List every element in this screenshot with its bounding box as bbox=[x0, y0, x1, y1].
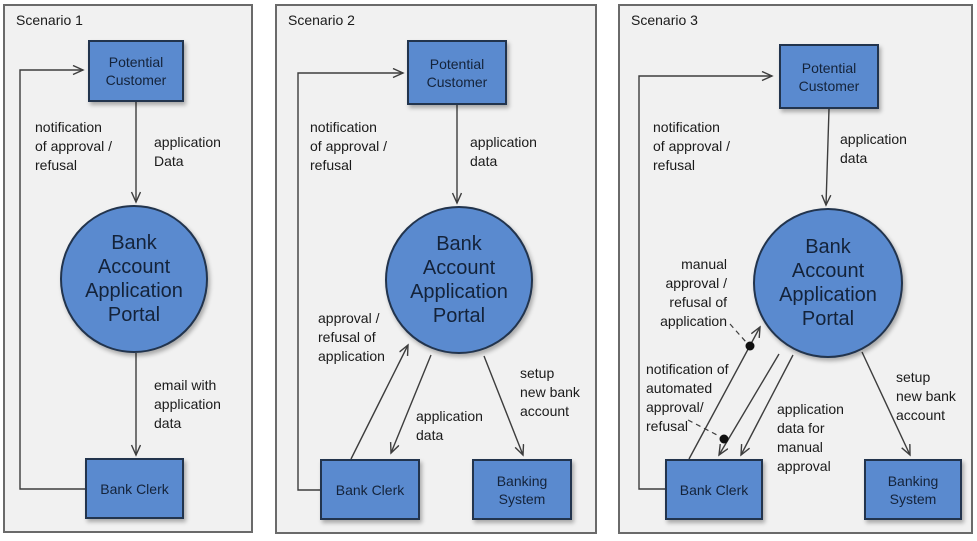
edge-label-application-data-manual: application data for manual approval bbox=[777, 401, 844, 474]
edge-clerk-to-customer-loop bbox=[297, 73, 403, 491]
panel-title: Scenario 1 bbox=[16, 12, 83, 28]
edge-label-application-data: application data bbox=[470, 134, 537, 169]
edge-label-notification: notification of approval / refusal bbox=[35, 119, 113, 173]
edge-portal-to-banking bbox=[861, 351, 910, 455]
edge-clerk-to-portal bbox=[350, 345, 408, 460]
leader-manual-approval bbox=[729, 323, 747, 343]
connector-dot-automated bbox=[719, 434, 729, 444]
edge-label-application-data: application Data bbox=[154, 134, 221, 169]
potential-customer-node: Potential Customer bbox=[407, 40, 507, 105]
bank-clerk-node: Bank Clerk bbox=[320, 459, 420, 520]
edge-label-application-data-mid: application data bbox=[416, 408, 483, 443]
edge-portal-to-clerk-notification bbox=[719, 353, 780, 455]
potential-customer-node: Potential Customer bbox=[88, 40, 184, 102]
edge-customer-to-portal bbox=[826, 108, 829, 205]
edge-label-email: email with application data bbox=[154, 377, 221, 431]
edge-clerk-to-customer-loop bbox=[638, 76, 772, 490]
scenario-3-edges-layer bbox=[638, 6, 975, 490]
scenario-3-panel: Scenario 3 Potential Customer Bank Accou… bbox=[618, 4, 973, 534]
application-portal-node: Bank Account Application Portal bbox=[60, 205, 208, 353]
edge-label-setup-account: setup new bank account bbox=[896, 369, 956, 423]
edge-label-automated-notification: notification of automated approval/ refu… bbox=[646, 361, 729, 434]
panel-title: Scenario 2 bbox=[288, 12, 355, 28]
connector-dot-manual bbox=[745, 341, 755, 351]
banking-system-node: Banking System bbox=[864, 459, 962, 520]
leader-automated-notification bbox=[687, 419, 720, 437]
edge-label-notification: notification of approval / refusal bbox=[310, 119, 388, 173]
application-portal-node: Bank Account Application Portal bbox=[385, 206, 533, 354]
potential-customer-node: Potential Customer bbox=[779, 44, 879, 109]
edge-portal-to-clerk-application-data bbox=[741, 354, 794, 455]
edge-label-notification: notification of approval / refusal bbox=[653, 119, 731, 173]
scenario-2-edges-layer bbox=[297, 6, 599, 491]
bank-clerk-node: Bank Clerk bbox=[85, 458, 184, 519]
edge-label-setup-account: setup new bank account bbox=[520, 365, 580, 419]
scenario-1-edges-layer bbox=[19, 6, 255, 490]
bank-clerk-node: Bank Clerk bbox=[665, 459, 763, 520]
edge-label-approval-refusal: approval / refusal of application bbox=[318, 310, 385, 364]
edge-portal-to-banking bbox=[483, 355, 523, 455]
application-portal-node: Bank Account Application Portal bbox=[753, 208, 903, 358]
edge-portal-to-clerk bbox=[391, 354, 432, 453]
panel-title: Scenario 3 bbox=[631, 12, 698, 28]
edge-label-application-data: application data bbox=[840, 131, 907, 166]
edge-label-manual-approval: manual approval / refusal of application bbox=[660, 256, 727, 329]
banking-system-node: Banking System bbox=[472, 459, 572, 520]
scenario-2-panel: Scenario 2 Potential Customer Bank Accou… bbox=[275, 4, 597, 534]
scenario-1-panel: Scenario 1 Potential Customer Bank Accou… bbox=[3, 4, 253, 533]
edge-clerk-to-customer-loop bbox=[19, 70, 85, 490]
